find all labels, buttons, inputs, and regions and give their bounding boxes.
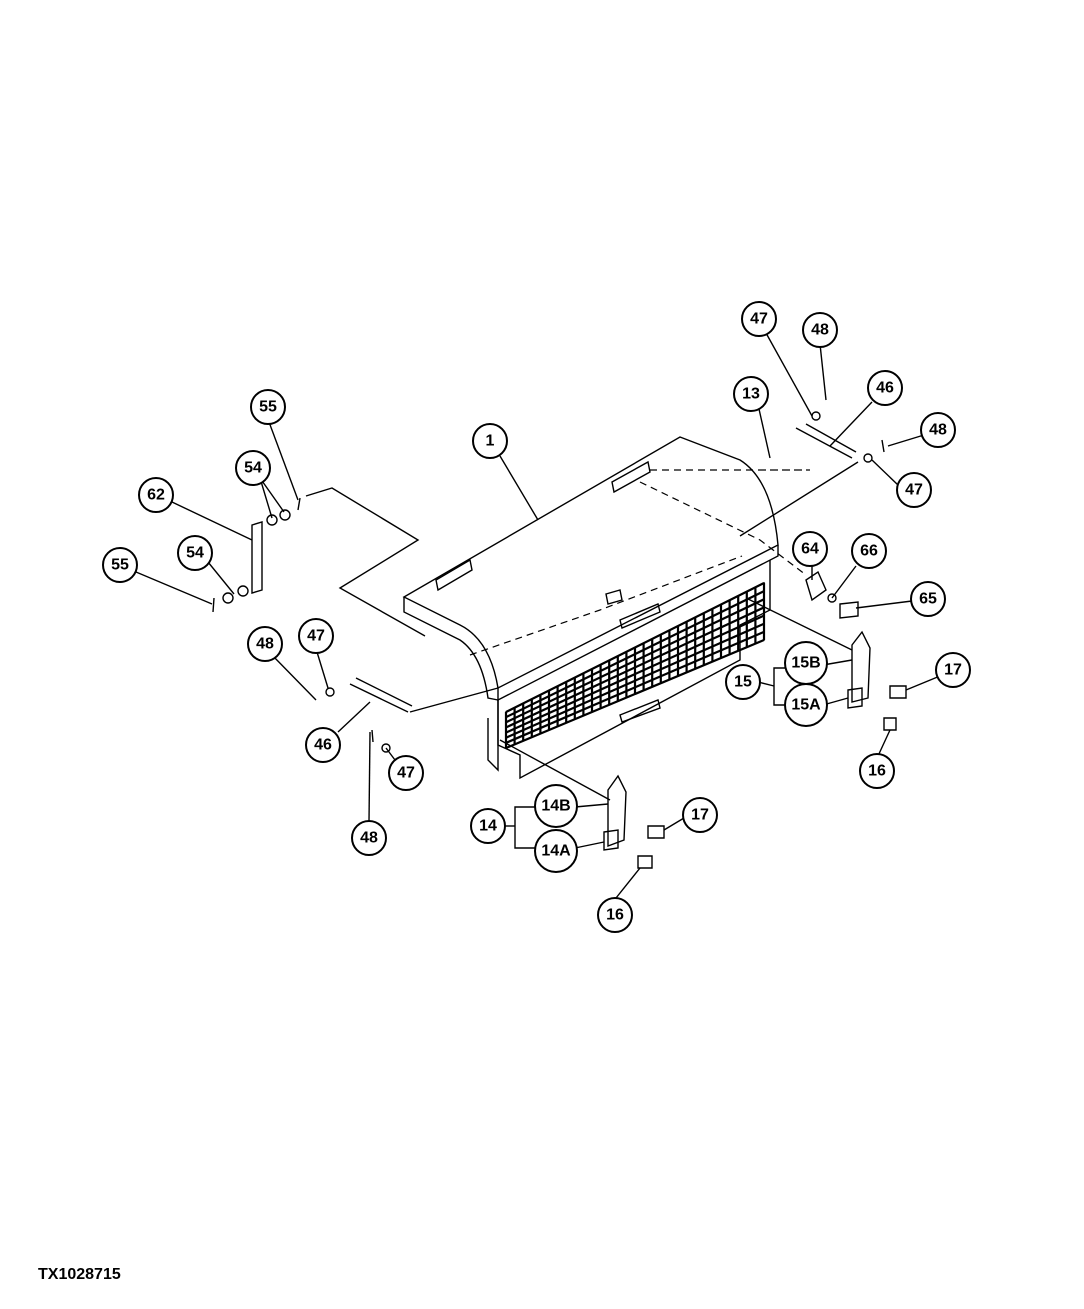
svg-text:66: 66 bbox=[860, 543, 878, 560]
hood-cover bbox=[402, 436, 779, 780]
svg-text:1: 1 bbox=[486, 433, 495, 450]
callout-47-right: 47 bbox=[896, 472, 932, 508]
svg-text:16: 16 bbox=[868, 763, 886, 780]
callout-47-top: 47 bbox=[741, 301, 777, 337]
alignment-line-left bbox=[469, 555, 743, 656]
svg-text:15: 15 bbox=[734, 674, 752, 691]
svg-text:15B: 15B bbox=[791, 655, 820, 672]
svg-text:48: 48 bbox=[360, 830, 378, 847]
alignment-line-top bbox=[639, 481, 807, 576]
callout-62: 62 bbox=[138, 477, 174, 513]
mesh-line bbox=[505, 582, 765, 713]
svg-text:46: 46 bbox=[876, 380, 894, 397]
svg-text:47: 47 bbox=[750, 311, 768, 328]
svg-text:62: 62 bbox=[147, 487, 165, 504]
callout-15a: 15A bbox=[784, 683, 828, 727]
svg-text:13: 13 bbox=[742, 386, 760, 403]
callout-14: 14 bbox=[470, 808, 506, 844]
callout-55-top: 55 bbox=[250, 389, 286, 425]
svg-text:47: 47 bbox=[905, 482, 923, 499]
svg-text:54: 54 bbox=[186, 545, 204, 562]
callout-48-top: 48 bbox=[802, 312, 838, 348]
mesh-line bbox=[505, 590, 765, 719]
callout-54-top: 54 bbox=[235, 450, 271, 486]
callout-16-center: 16 bbox=[597, 897, 633, 933]
callout-54-bottom: 54 bbox=[177, 535, 213, 571]
svg-text:54: 54 bbox=[244, 460, 262, 477]
callout-1: 1 bbox=[472, 423, 508, 459]
mesh-line bbox=[505, 614, 765, 734]
figure-id-label: TX1028715 bbox=[38, 1266, 121, 1283]
svg-text:17: 17 bbox=[944, 662, 962, 679]
callout-13: 13 bbox=[733, 376, 769, 412]
leader-strut-left bbox=[409, 687, 499, 713]
callout-46-right: 46 bbox=[867, 370, 903, 406]
callout-15: 15 bbox=[725, 664, 761, 700]
svg-text:65: 65 bbox=[919, 591, 937, 608]
callout-17-right: 17 bbox=[935, 652, 971, 688]
callout-55-left: 55 bbox=[102, 547, 138, 583]
svg-text:17: 17 bbox=[691, 807, 709, 824]
svg-text:48: 48 bbox=[256, 636, 274, 653]
svg-text:48: 48 bbox=[811, 322, 829, 339]
callout-66: 66 bbox=[851, 533, 887, 569]
gas-strut-right bbox=[650, 411, 885, 471]
svg-text:14A: 14A bbox=[541, 843, 571, 860]
mesh-line bbox=[505, 630, 765, 744]
svg-text:15A: 15A bbox=[791, 697, 821, 714]
callout-65: 65 bbox=[910, 581, 946, 617]
svg-text:47: 47 bbox=[307, 628, 325, 645]
svg-text:47: 47 bbox=[397, 765, 415, 782]
svg-text:14B: 14B bbox=[541, 798, 570, 815]
mesh-line bbox=[505, 598, 765, 724]
svg-text:48: 48 bbox=[929, 422, 947, 439]
callout-47-left-top: 47 bbox=[298, 618, 334, 654]
grille-mesh bbox=[504, 581, 766, 750]
mesh-line bbox=[505, 638, 765, 750]
right-latch-assembly bbox=[745, 597, 907, 731]
leader-strut-right bbox=[739, 461, 859, 537]
callout-47-left-bottom: 47 bbox=[388, 755, 424, 791]
callout-14a: 14A bbox=[534, 829, 578, 873]
center-latch-assembly bbox=[499, 739, 665, 869]
callout-46-left: 46 bbox=[305, 727, 341, 763]
svg-text:16: 16 bbox=[606, 907, 624, 924]
callout-48-left: 48 bbox=[247, 626, 283, 662]
callout-48-bottom: 48 bbox=[351, 820, 387, 856]
left-support-bracket bbox=[212, 487, 426, 637]
leader-lines bbox=[135, 332, 941, 899]
gas-strut-left bbox=[325, 677, 413, 753]
callout-14b: 14B bbox=[534, 784, 578, 828]
callout-16-right: 16 bbox=[859, 753, 895, 789]
mesh-line bbox=[505, 606, 765, 729]
right-bumper-assembly bbox=[805, 570, 859, 619]
svg-text:64: 64 bbox=[801, 541, 819, 558]
mesh-line bbox=[505, 622, 765, 739]
callout-48-right: 48 bbox=[920, 412, 956, 448]
callout-15b: 15B bbox=[784, 641, 828, 685]
svg-text:55: 55 bbox=[259, 399, 277, 416]
svg-text:55: 55 bbox=[111, 557, 129, 574]
svg-text:14: 14 bbox=[479, 818, 497, 835]
callout-17-center: 17 bbox=[682, 797, 718, 833]
callout-64: 64 bbox=[792, 531, 828, 567]
svg-text:46: 46 bbox=[314, 737, 332, 754]
